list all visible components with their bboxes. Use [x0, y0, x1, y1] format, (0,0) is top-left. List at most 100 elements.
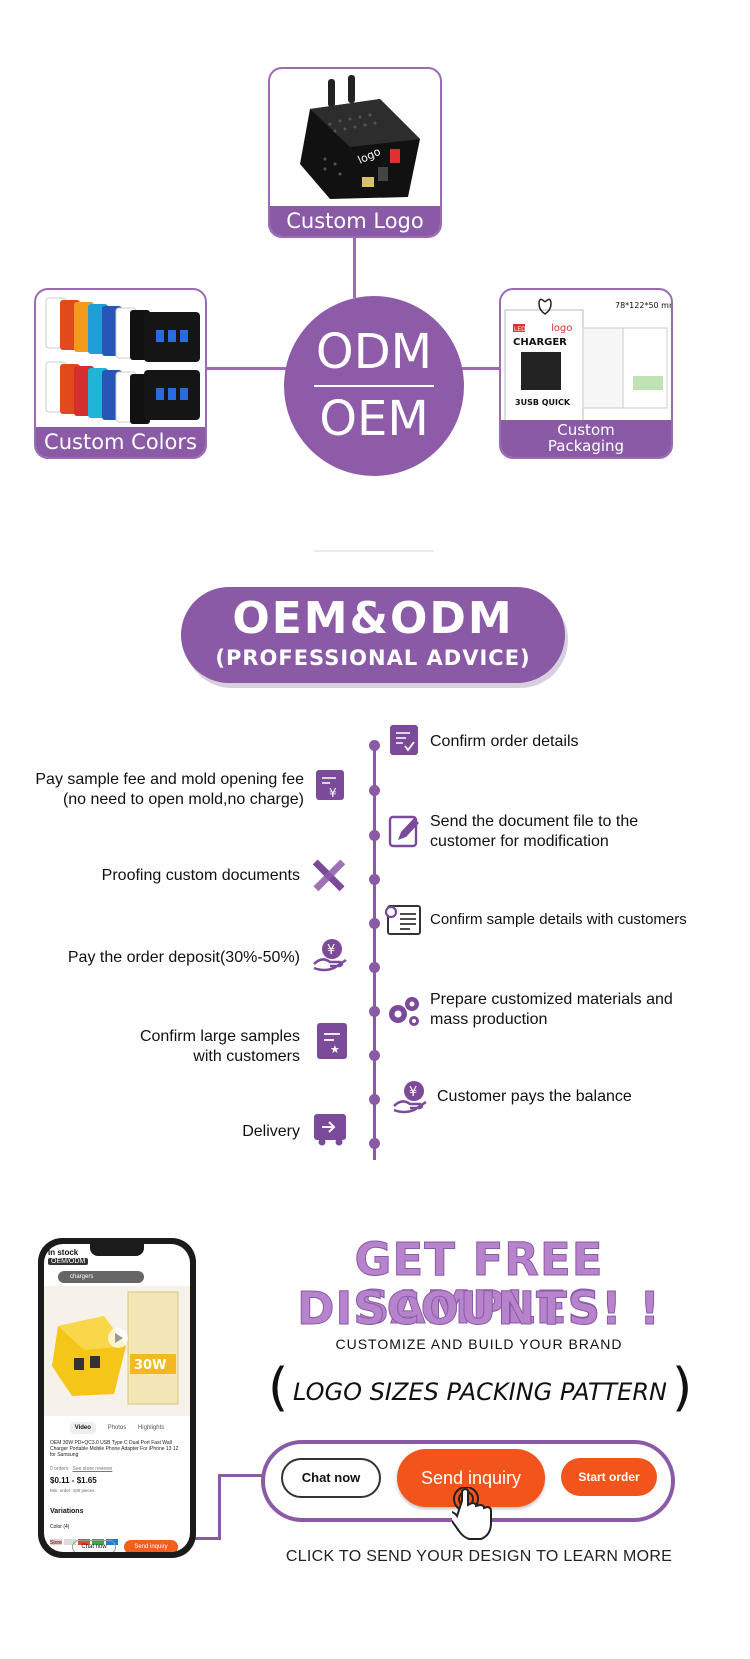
section-title: OEM&ODM	[232, 593, 514, 644]
step-pay-sample-fee-line1: Pay sample fee and mold opening fee	[35, 771, 304, 788]
left-paren: (	[268, 1358, 289, 1418]
cta-wire	[218, 1474, 221, 1540]
phone-store[interactable]: Store	[50, 1540, 62, 1546]
timeline-dot	[369, 830, 380, 841]
timeline-dot	[369, 740, 380, 751]
phone-color-swatches	[50, 1532, 120, 1545]
svg-text:¥: ¥	[409, 1085, 417, 1100]
timeline-dot	[369, 1006, 380, 1017]
timeline-dot	[369, 1094, 380, 1105]
phone-chat-button[interactable]: Chat now	[72, 1540, 116, 1552]
orders-count: 0 orders	[50, 1466, 69, 1472]
timeline-dot	[369, 874, 380, 885]
timeline-dot	[369, 1050, 380, 1061]
phone-tab-highlights[interactable]: Highlights	[137, 1425, 165, 1431]
custom-logo-card: logo Custom Logo	[268, 67, 442, 238]
svg-text:¥: ¥	[327, 943, 335, 958]
swatch[interactable]	[64, 1539, 76, 1545]
phone-tab-photos[interactable]: Photos	[107, 1425, 127, 1431]
step-confirm-large-samples-line2: with customers	[193, 1048, 300, 1065]
step-pay-deposit: Pay the order deposit(30%-50%)	[67, 949, 300, 966]
oem-badge: OEM/ODM	[48, 1258, 89, 1265]
custom-packaging-caption: Custom Packaging	[501, 420, 671, 457]
phone-screen: In stock OEM/ODM chargers 30W Video Phot…	[44, 1244, 190, 1552]
step-delivery: Delivery	[242, 1123, 300, 1140]
svg-text:78*122*50 mm: 78*122*50 mm	[615, 301, 671, 310]
phone-min-order: Min. order: 100 pieces	[50, 1488, 95, 1493]
chat-now-button[interactable]: Chat now	[281, 1458, 381, 1498]
custom-logo-caption: Custom Logo	[270, 206, 440, 236]
section-divider	[314, 550, 434, 552]
svg-text:¥: ¥	[329, 786, 337, 800]
phone-send-button[interactable]: Send inquiry	[124, 1540, 178, 1552]
id-card-icon	[384, 904, 422, 938]
connector-right	[460, 367, 500, 370]
connector-top	[353, 238, 356, 298]
timeline-dot	[369, 962, 380, 973]
phone-tab-video[interactable]: Video	[69, 1422, 96, 1434]
timeline-dot	[369, 918, 380, 929]
step-send-document: Send the document file to the customer f…	[430, 812, 638, 852]
cta-wire	[219, 1474, 263, 1477]
custom-colors-caption: Custom Colors	[36, 427, 205, 457]
right-paren: )	[672, 1358, 693, 1418]
odm-oem-hub: ODM OEM	[284, 296, 464, 476]
charger-image: logo	[270, 69, 440, 202]
star-document-icon: ★	[316, 1022, 348, 1060]
swatch[interactable]	[92, 1539, 104, 1545]
step-proofing-documents: Proofing custom documents	[101, 867, 300, 884]
phone-variations[interactable]: Variations	[50, 1508, 84, 1515]
section-subtitle: (PROFESSIONAL ADVICE)	[215, 646, 531, 670]
step-pay-sample-fee-line2: (no need to open mold,no charge)	[62, 791, 304, 808]
customization-items: LOGO SIZES PACKING PATTERN	[293, 1378, 667, 1406]
phone-notch	[90, 1244, 144, 1256]
phone-price: $0.11 - $1.65	[50, 1476, 97, 1485]
section-title-pill: OEM&ODM (PROFESSIONAL ADVICE)	[181, 587, 565, 683]
step-confirm-sample-details: Confirm sample details with customers	[430, 911, 687, 928]
step-customer-pays-balance: Customer pays the balance	[437, 1088, 632, 1105]
custom-packaging-card: LED logo CHARGER 3USB QUICK 78*122*50 mm…	[499, 288, 673, 459]
step-send-document-line1: Send the document file to the	[430, 813, 639, 830]
yuan-hand-icon: ¥	[312, 938, 350, 972]
swatch[interactable]	[50, 1539, 62, 1545]
phone-tabs: Video Photos Highlights	[44, 1422, 190, 1434]
step-confirm-large-samples: Confirm large samples with customers	[10, 1027, 300, 1067]
store-reviews-link[interactable]: See store reviews	[72, 1466, 113, 1472]
customization-hub: logo Custom Logo	[0, 0, 750, 540]
phone-search-bar[interactable]: chargers	[58, 1271, 144, 1283]
step-confirm-order-details: Confirm order details	[430, 733, 579, 750]
step-pay-sample-fee: Pay sample fee and mold opening fee (no …	[10, 770, 304, 810]
edit-document-icon	[388, 814, 422, 848]
tagline: CUSTOMIZE AND BUILD YOUR BRAND	[335, 1336, 623, 1352]
step-prepare-materials: Prepare customized materials and mass pr…	[430, 990, 673, 1030]
truck-icon	[312, 1112, 348, 1146]
start-order-button[interactable]: Start order	[561, 1458, 657, 1496]
yuan-hand-icon: ¥	[392, 1080, 430, 1114]
caption-line-1: Custom	[557, 421, 615, 439]
send-inquiry-button[interactable]: Send inquiry	[397, 1449, 545, 1507]
svg-text:LED: LED	[514, 326, 526, 333]
hub-divider	[314, 385, 434, 387]
phone-product-image: 30W	[44, 1286, 190, 1416]
colored-chargers-image	[36, 290, 205, 424]
headline-free-samples: GET FREE SAMPLES	[354, 1233, 604, 1334]
connector-left	[207, 367, 287, 370]
checklist-icon	[388, 724, 422, 758]
phone-product-description: OEM 30W PD+QC3.0 USB Type C Dual Port Fa…	[50, 1440, 179, 1458]
stock-badge: In stock	[48, 1248, 79, 1257]
packaging-image: LED logo CHARGER 3USB QUICK 78*122*50 mm	[501, 290, 671, 423]
phone-mockup: In stock OEM/ODM chargers 30W Video Phot…	[38, 1238, 196, 1558]
pointer-hand-icon	[447, 1486, 522, 1557]
click-note: CLICK TO SEND YOUR DESIGN TO LEARN MORE	[285, 1548, 673, 1565]
phone-color-label: Color (4)	[50, 1524, 70, 1530]
caption-line-2: Packaging	[547, 437, 625, 455]
step-send-document-line2: customer for modification	[430, 833, 609, 850]
custom-colors-card: Custom Colors	[34, 288, 207, 459]
hub-odm-label: ODM	[315, 324, 433, 380]
svg-text:CHARGER: CHARGER	[513, 337, 567, 348]
phone-orders: 0 orders See store reviews	[50, 1466, 112, 1472]
swatch[interactable]	[78, 1539, 90, 1545]
svg-text:logo: logo	[551, 323, 572, 334]
timeline-line	[373, 745, 376, 1160]
step-prepare-materials-line1: Prepare customized materials and	[430, 991, 673, 1008]
